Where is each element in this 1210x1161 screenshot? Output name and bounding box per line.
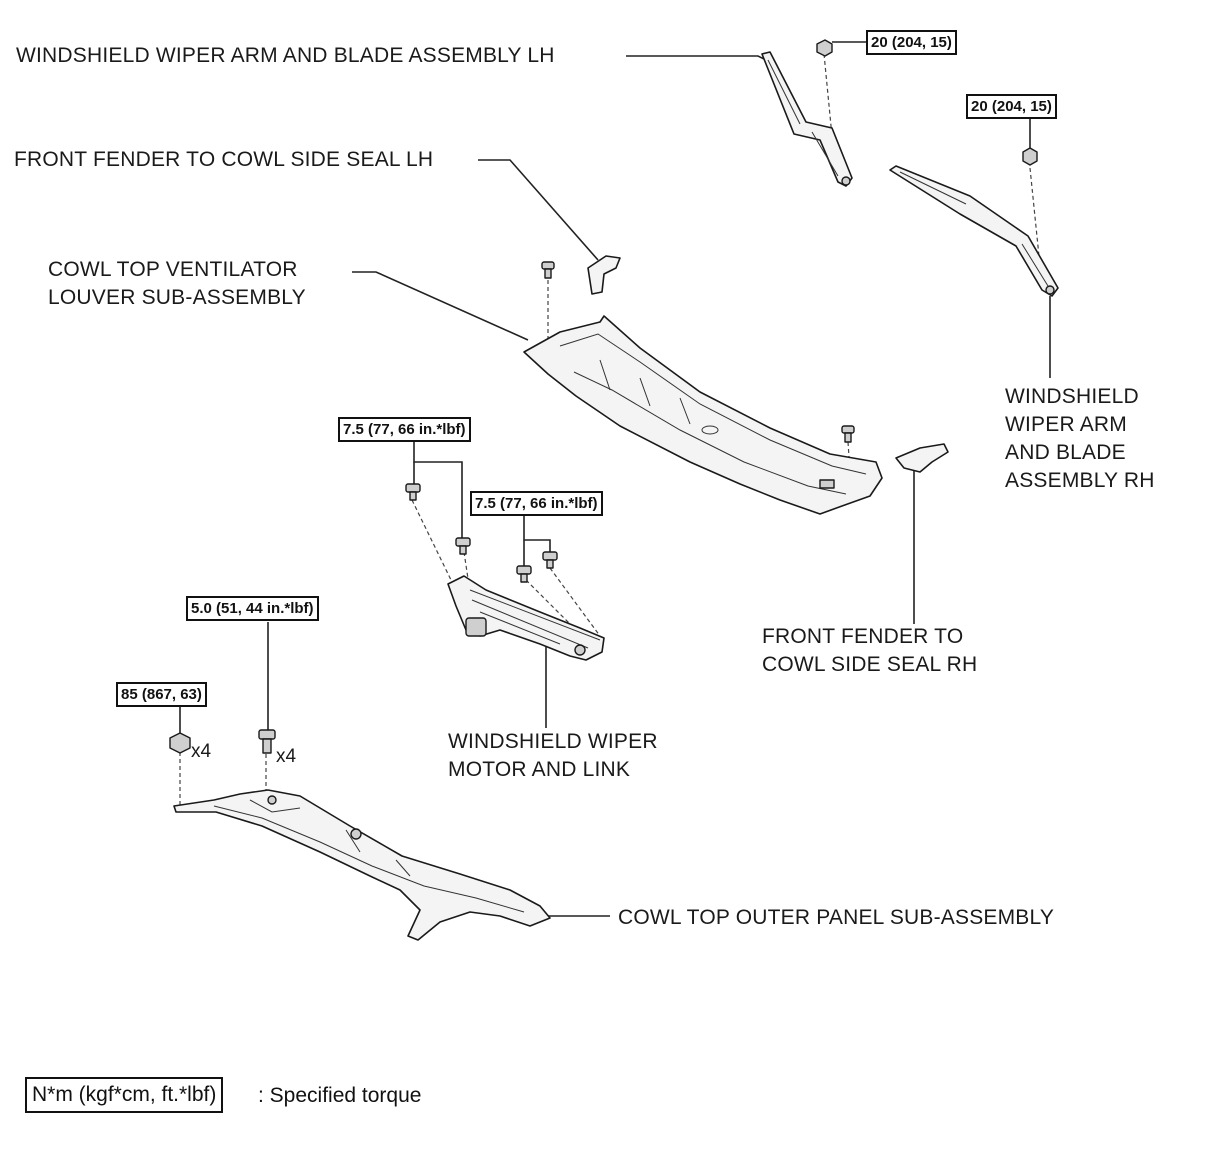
torque-panel-bolts: 5.0 (51, 44 in.*lbf) bbox=[186, 596, 319, 621]
label-outer-panel: COWL TOP OUTER PANEL SUB-ASSEMBLY bbox=[618, 906, 1055, 929]
torque-arm-lh-nut: 20 (204, 15) bbox=[866, 30, 957, 55]
label-louver-line1: COWL TOP VENTILATOR bbox=[48, 258, 298, 281]
label-motor-line1: WINDSHIELD WIPER bbox=[448, 730, 658, 753]
leader-lines bbox=[179, 41, 1051, 917]
wiper-arm-lh bbox=[761, 51, 853, 187]
label-fender-seal-lh: FRONT FENDER TO COWL SIDE SEAL LH bbox=[14, 148, 434, 171]
label-fender-seal-rh-line2: COWL SIDE SEAL RH bbox=[762, 653, 978, 676]
label-louver-line2: LOUVER SUB-ASSEMBLY bbox=[48, 286, 306, 309]
torque-panel-nuts: 85 (867, 63) bbox=[116, 682, 207, 707]
torque-arm-rh-nut: 20 (204, 15) bbox=[966, 94, 1057, 119]
label-wiper-arm-rh-line4: ASSEMBLY RH bbox=[1005, 469, 1155, 492]
torque-motor-bolts-a: 7.5 (77, 66 in.*lbf) bbox=[338, 417, 471, 442]
fasteners bbox=[169, 39, 1038, 754]
label-motor-line2: MOTOR AND LINK bbox=[448, 758, 631, 781]
multiplier-panel-nuts: x4 bbox=[191, 741, 212, 762]
nut-icon bbox=[816, 39, 833, 57]
wiper-arm-rh bbox=[889, 165, 1059, 297]
bolt-icon bbox=[542, 551, 558, 569]
label-wiper-arm-rh-line3: AND BLADE bbox=[1005, 441, 1126, 464]
cowl-outer-panel bbox=[173, 789, 551, 941]
bolt-icon bbox=[541, 261, 555, 279]
cowl-louver bbox=[523, 315, 883, 515]
label-wiper-arm-lh: WINDSHIELD WIPER ARM AND BLADE ASSEMBLY … bbox=[16, 44, 555, 67]
multiplier-panel-bolts: x4 bbox=[276, 746, 297, 767]
bolt-icon bbox=[455, 537, 471, 555]
bolt-icon bbox=[841, 425, 855, 443]
bolt-icon bbox=[258, 729, 276, 754]
nut-icon bbox=[1022, 147, 1038, 166]
legend-torque-text: : Specified torque bbox=[258, 1084, 422, 1107]
label-fender-seal-rh-line1: FRONT FENDER TO bbox=[762, 625, 964, 648]
nut-icon bbox=[169, 732, 191, 754]
torque-motor-bolts-b: 7.5 (77, 66 in.*lbf) bbox=[470, 491, 603, 516]
legend-torque-box: N*m (kgf*cm, ft.*lbf) bbox=[25, 1077, 224, 1113]
bolt-icon bbox=[405, 483, 421, 501]
fender-seal-lh bbox=[587, 255, 621, 295]
bolt-icon bbox=[516, 565, 532, 583]
label-wiper-arm-rh-line1: WINDSHIELD bbox=[1005, 385, 1139, 408]
fender-seal-rh bbox=[895, 443, 949, 473]
label-wiper-arm-rh-line2: WIPER ARM bbox=[1005, 413, 1127, 436]
wiper-motor-link bbox=[447, 575, 605, 661]
